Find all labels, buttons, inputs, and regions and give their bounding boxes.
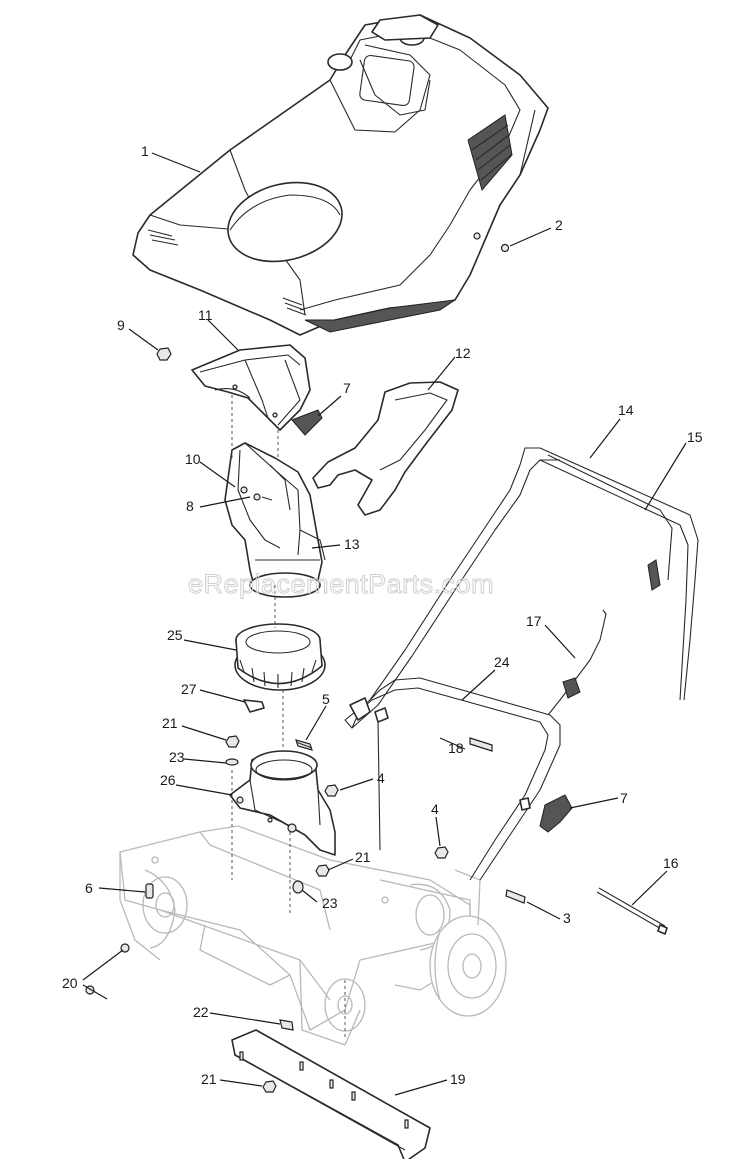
callout-24: 24 — [494, 654, 510, 670]
part-3-bolt — [505, 889, 526, 904]
callout-15: 15 — [687, 429, 703, 445]
part-5-bolt — [295, 739, 313, 751]
callout-7-lower: 7 — [620, 790, 628, 806]
part-23-washer-upper — [225, 758, 239, 766]
part-24-lower-handle — [349, 677, 561, 881]
callout-26: 26 — [160, 772, 176, 788]
callout-23-lower: 23 — [322, 895, 338, 911]
callout-14: 14 — [618, 402, 634, 418]
callout-9: 9 — [117, 317, 125, 333]
part-6-carriage-bolt — [145, 883, 154, 899]
part-14-upper-handle — [344, 447, 699, 729]
part-7-knob-lower — [539, 794, 573, 833]
part-21-nut-upper — [225, 735, 240, 748]
part-1-shroud — [132, 14, 549, 336]
part-19-scraper-bar — [231, 1029, 431, 1159]
callout-25: 25 — [167, 627, 183, 643]
part-21-nut-bottom — [262, 1080, 277, 1093]
part-11-chute-deflector — [191, 344, 311, 431]
part-27-clip — [243, 699, 265, 713]
part-12-chute-handle — [312, 381, 459, 516]
part-4-nut-upper — [324, 784, 339, 797]
callout-6: 6 — [85, 880, 93, 896]
callout-22: 22 — [193, 1004, 209, 1020]
leader-lines — [82, 152, 687, 1096]
callout-20: 20 — [62, 975, 78, 991]
callout-8: 8 — [186, 498, 194, 514]
callout-12: 12 — [455, 345, 471, 361]
part-7-knob-top — [291, 409, 323, 436]
part-23-washer-lower — [292, 880, 304, 894]
part-2-screw — [473, 232, 510, 253]
callout-18: 18 — [448, 740, 464, 756]
callout-labels: 1 2 9 11 12 7 14 10 15 8 13 17 25 24 27 … — [62, 143, 703, 1087]
callout-10: 10 — [185, 451, 201, 467]
callout-4-lower: 4 — [431, 801, 439, 817]
callout-3: 3 — [563, 910, 571, 926]
part-21-nut-middle — [315, 864, 330, 877]
callout-23-upper: 23 — [169, 749, 185, 765]
callout-13: 13 — [344, 536, 360, 552]
part-4-nut-lower — [434, 846, 449, 859]
part-22-bolt — [279, 1019, 294, 1031]
callout-5: 5 — [322, 691, 330, 707]
callout-27: 27 — [181, 681, 197, 697]
callout-21-upper: 21 — [162, 715, 178, 731]
watermark: eReplacementParts.com — [188, 569, 494, 599]
callout-4-upper: 4 — [377, 770, 385, 786]
part-9-nut — [156, 347, 172, 361]
callout-19: 19 — [450, 1071, 466, 1087]
callout-2: 2 — [555, 217, 563, 233]
part-20-bolts — [85, 943, 130, 995]
callout-11: 11 — [198, 307, 213, 323]
auger-housing-ghost — [119, 825, 507, 1046]
part-26-chute-base — [229, 750, 336, 856]
callout-1: 1 — [141, 143, 149, 159]
callout-17: 17 — [526, 613, 542, 629]
alignment-lines — [231, 395, 346, 1040]
part-13-chute — [224, 442, 326, 598]
callout-21-middle: 21 — [355, 849, 371, 865]
part-18-bolt — [469, 737, 493, 752]
callout-21-bottom: 21 — [201, 1071, 217, 1087]
callout-7-top: 7 — [343, 380, 351, 396]
part-15-upper-handle-inner — [547, 454, 673, 591]
part-17-cable — [547, 609, 607, 716]
part-16-rod — [596, 887, 668, 935]
part-25-chute-ring — [234, 623, 326, 691]
callout-16: 16 — [663, 855, 679, 871]
